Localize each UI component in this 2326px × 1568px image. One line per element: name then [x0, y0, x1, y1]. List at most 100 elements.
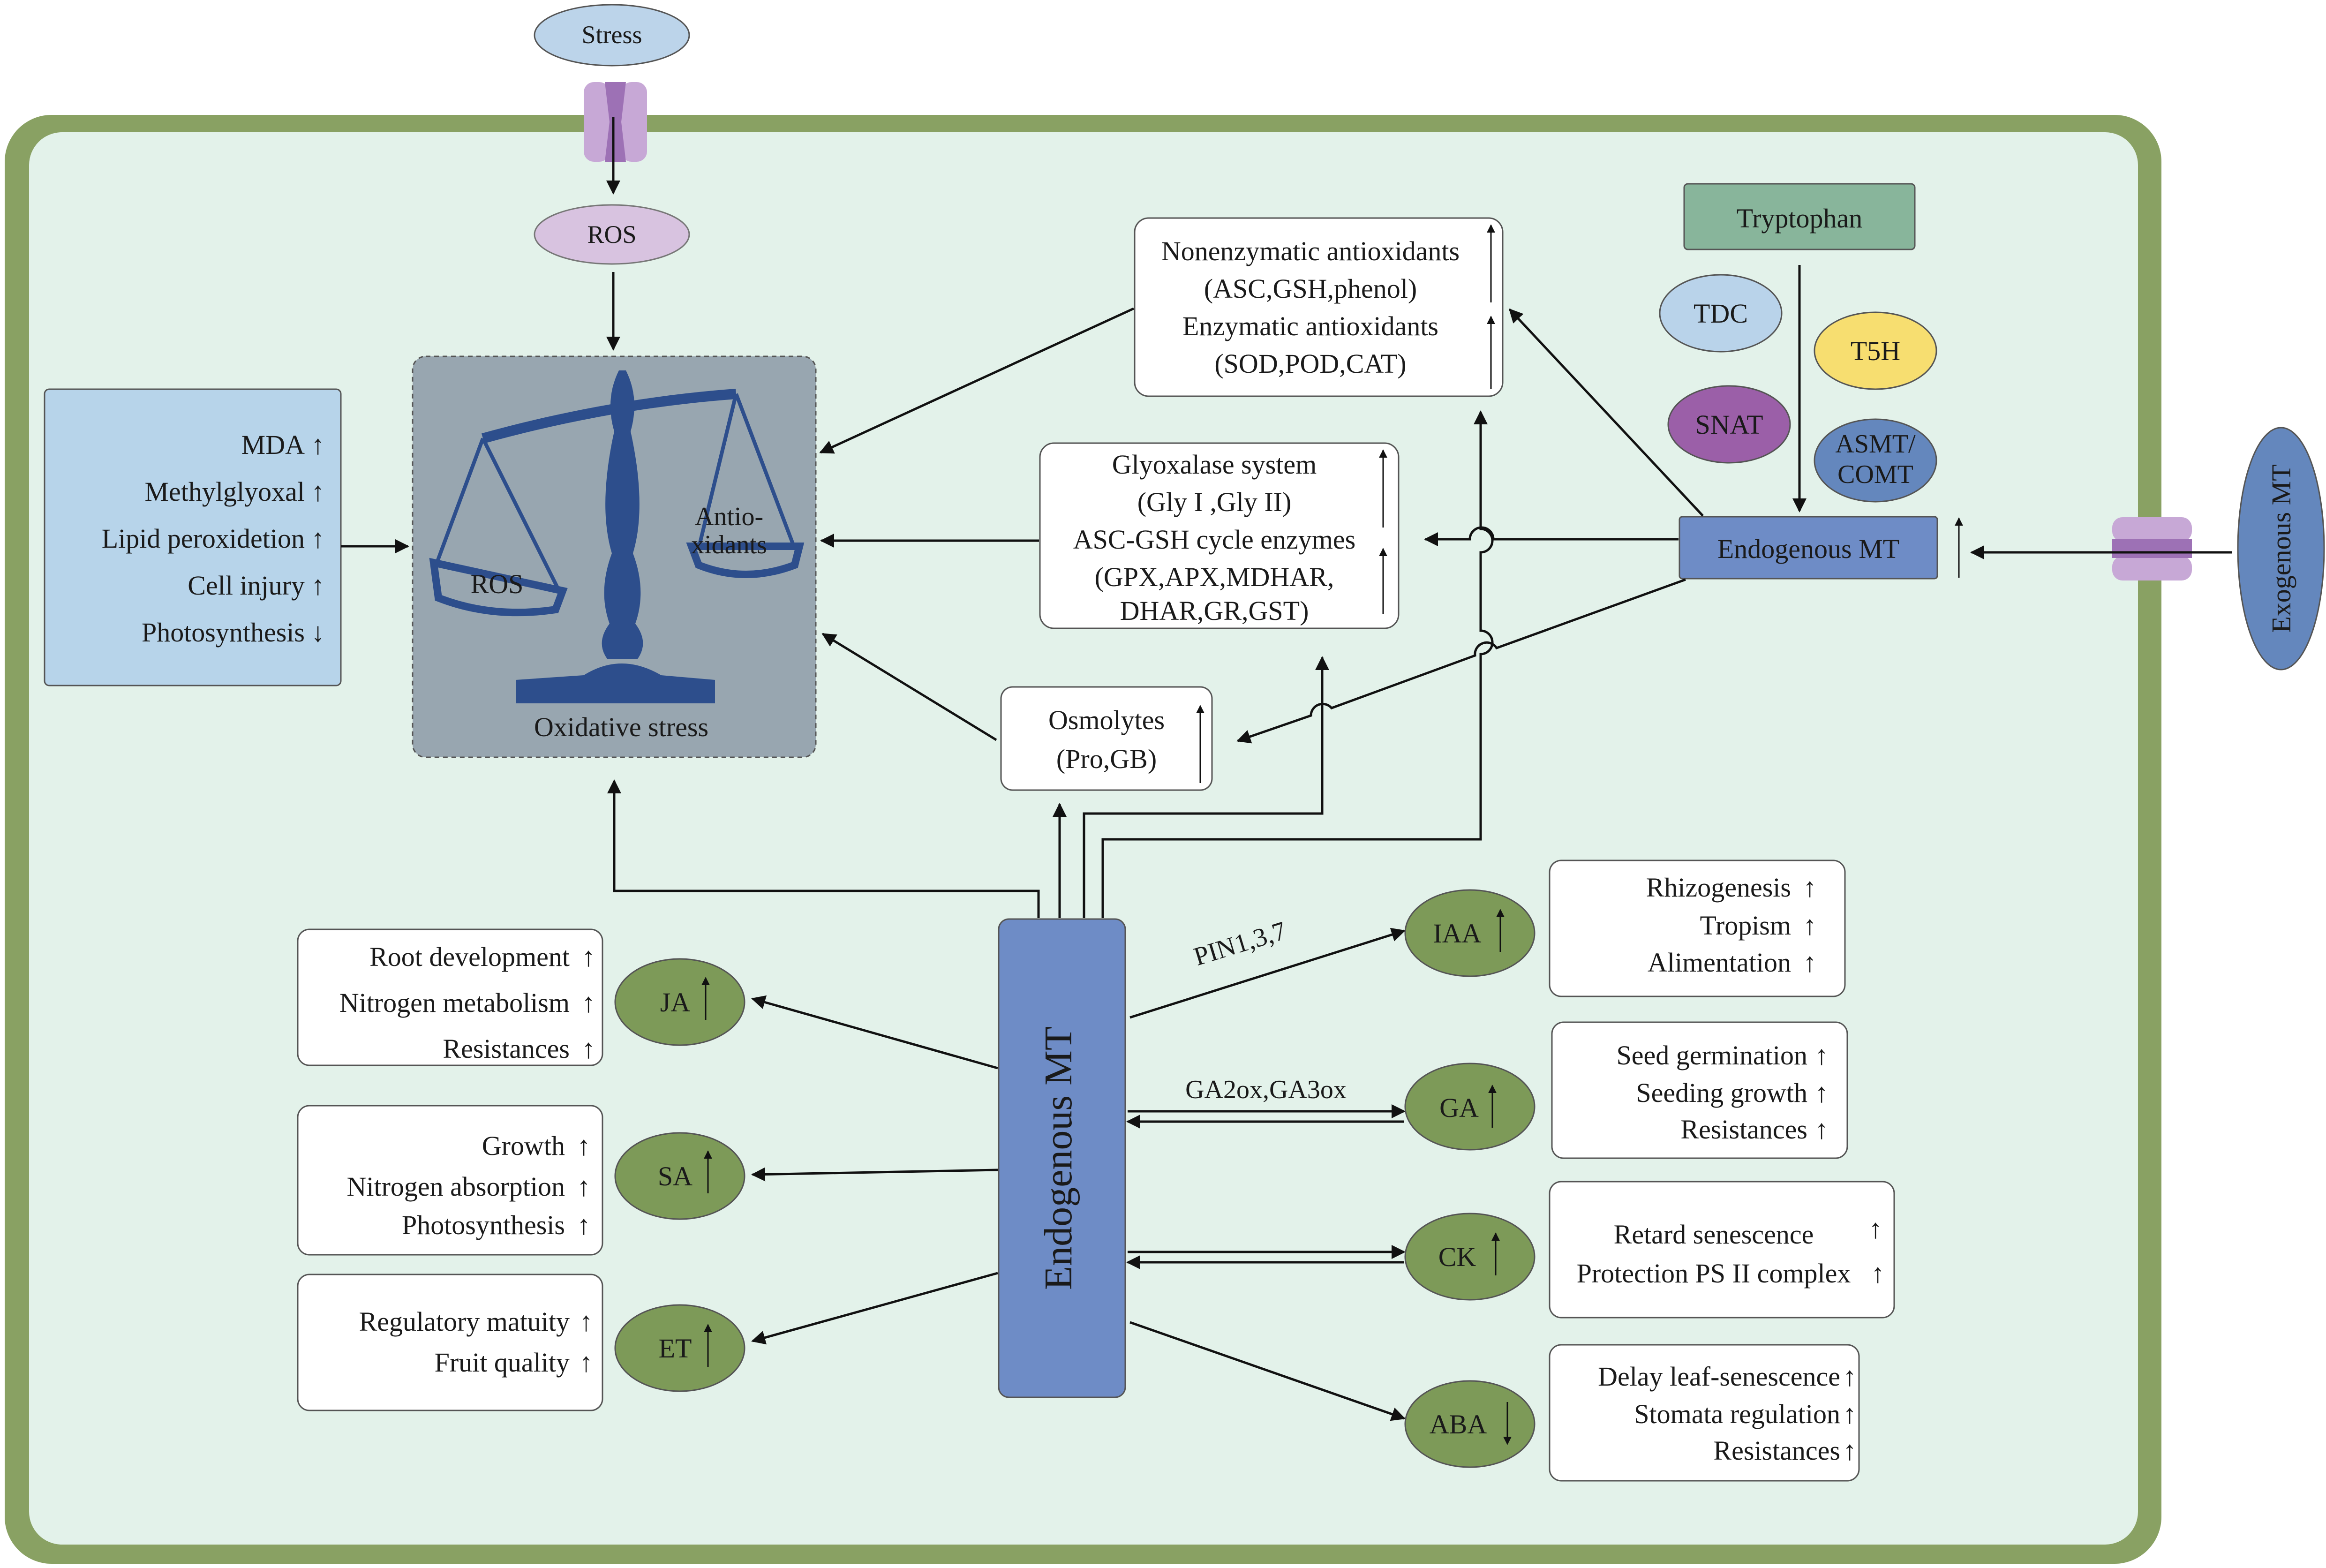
stress-indicator-box — [44, 388, 342, 686]
sa-bubble — [614, 1132, 745, 1220]
ros-label: ROS — [587, 220, 636, 249]
mt-to-oxidative-arrow — [607, 779, 1040, 918]
exogenous-mt-bubble — [2237, 427, 2325, 671]
sa-effect-nitrogen-absorption: Nitrogen absorption — [346, 1171, 565, 1202]
enzymatic-list: (SOD,POD,CAT) — [1214, 348, 1406, 379]
enzymatic-antioxidants: Enzymatic antioxidants — [1182, 311, 1438, 341]
ga-effect-resistances: Resistances — [1680, 1114, 1807, 1145]
stress-channel-icon — [584, 82, 647, 162]
ja-effect-root-development: Root development — [369, 942, 570, 972]
tryptophan-box — [1683, 183, 1916, 250]
ga-effect-arrow-2: ↑ — [1815, 1078, 1829, 1108]
aba-effect-delay-leaf-senescence: Delay leaf-senescence — [1598, 1361, 1840, 1392]
ga-bubble — [1404, 1063, 1536, 1151]
oxidative-stress-caption: Oxidative stress — [534, 712, 708, 742]
mt-to-sa-arrow — [751, 1167, 998, 1182]
iaa-label: IAA — [1433, 918, 1481, 949]
iaa-effect-arrow-3: ↑ — [1803, 947, 1817, 978]
asc-gsh-enzymes-2: DHAR,GR,GST) — [1120, 596, 1309, 626]
iaa-effect-tropism: Tropism — [1700, 910, 1791, 941]
ck-effects-box — [1549, 1181, 1895, 1319]
ck-effect-arrow-1: ↑ — [1869, 1214, 1882, 1244]
ja-effect-arrow-2: ↑ — [582, 988, 595, 1018]
antioxidants-box — [1134, 217, 1504, 397]
et-effects-box — [297, 1274, 603, 1411]
osmolytes-list: (Pro,GB) — [1056, 744, 1157, 774]
aba-effects-box — [1549, 1344, 1860, 1482]
ja-effect-resistances: Resistances — [443, 1033, 570, 1064]
sa-effect-arrow-1: ↑ — [577, 1131, 591, 1161]
asc-gsh-enzymes-1: (GPX,APX,MDHAR, — [1095, 562, 1334, 592]
nonenzymatic-antioxidants: Nonenzymatic antioxidants — [1161, 236, 1460, 266]
antioxidants-pan-label-2: xidants — [691, 530, 767, 559]
ga-effect-arrow-3: ↑ — [1815, 1114, 1829, 1145]
exogenous-channel-icon — [2112, 517, 2192, 580]
iaa-effect-alimentation: Alimentation — [1648, 947, 1791, 978]
ga-effect-seed-germination: Seed germination — [1616, 1040, 1807, 1070]
snat-bubble — [1667, 385, 1791, 464]
tryptophan-label: Tryptophan — [1737, 203, 1863, 234]
indicator-mda: MDA — [241, 430, 305, 460]
mt-to-antioxidants-arrow — [1508, 308, 1704, 517]
ck-effect-protection-psii: Protection PS II complex — [1577, 1258, 1851, 1289]
et-effect-arrow-1: ↑ — [580, 1306, 593, 1337]
ga-label: GA — [1439, 1093, 1479, 1123]
aba-effect-resistances: Resistances — [1713, 1435, 1840, 1466]
balance-scale-icon — [429, 370, 805, 703]
indicator-mda-arrow: ↑ — [311, 430, 325, 460]
iaa-effects-box — [1549, 859, 1846, 997]
indicator-lipid-peroxidation: Lipid peroxidetion — [102, 523, 305, 554]
glyoxalase-enzymes: (Gly I ,Gly II) — [1137, 487, 1292, 517]
mt-to-et-arrow — [751, 1272, 998, 1345]
aba-effect-stomata-regulation: Stomata regulation — [1634, 1399, 1840, 1429]
sa-effect-arrow-2: ↑ — [577, 1171, 591, 1202]
snat-label: SNAT — [1695, 409, 1763, 440]
ros-bubble — [534, 204, 690, 265]
exogenous-mt-label: Exogenous MT — [2266, 464, 2296, 633]
endogenous-mt-top-box — [1679, 516, 1938, 580]
sa-effect-growth: Growth — [482, 1131, 565, 1161]
mt-to-antioxidants-up-arrow — [1101, 410, 1494, 918]
et-label: ET — [659, 1333, 692, 1364]
indicator-cell-injury: Cell injury — [188, 570, 305, 601]
ja-effects-box — [297, 928, 603, 1066]
stress-label: Stress — [581, 21, 642, 49]
mt-to-osmolytes-arrow — [1236, 578, 1686, 744]
tdc-bubble — [1659, 274, 1783, 353]
ck-effect-arrow-2: ↑ — [1871, 1258, 1885, 1289]
mt-to-iaa-arrow — [1129, 927, 1406, 1019]
mt-to-aba-arrow — [1129, 1321, 1406, 1421]
asc-gsh-cycle: ASC-GSH cycle enzymes — [1073, 524, 1355, 555]
nonenzymatic-list: (ASC,GSH,phenol) — [1204, 273, 1417, 304]
mt-to-glyoxalase-up-arrow — [1083, 656, 1329, 918]
central-endogenous-mt-box — [998, 918, 1126, 1398]
ga-effect-seeding-growth: Seeding growth — [1636, 1078, 1807, 1108]
tdc-label: TDC — [1694, 298, 1748, 329]
indicator-methylglyoxal-arrow: ↑ — [311, 476, 325, 507]
ga-effects-box — [1551, 1021, 1848, 1159]
mt-to-ja-arrow — [751, 995, 998, 1070]
et-effect-arrow-2: ↑ — [580, 1347, 593, 1378]
iaa-effect-rhizogenesis: Rhizogenesis — [1646, 872, 1791, 903]
ja-label: JA — [660, 987, 691, 1018]
aba-effect-arrow-3: ↑ — [1843, 1435, 1857, 1466]
indicator-methylglyoxal: Methylglyoxal — [144, 476, 305, 507]
ga-ox-label: GA2ox,GA3ox — [1185, 1075, 1347, 1104]
indicator-photosynthesis-arrow: ↓ — [311, 617, 325, 648]
t5h-label: T5H — [1851, 336, 1900, 366]
ja-bubble — [614, 958, 745, 1046]
ck-effect-retard-senescence: Retard senescence — [1614, 1219, 1814, 1250]
glyoxalase-box — [1039, 442, 1400, 629]
indicator-photosynthesis: Photosynthesis — [142, 617, 305, 648]
asmt-comt-bubble — [1814, 418, 1937, 503]
asmt-label: ASMT/ — [1835, 430, 1916, 459]
endogenous-mt-top-label: Endogenous MT — [1717, 534, 1899, 564]
aba-effect-arrow-2: ↑ — [1843, 1399, 1857, 1429]
antioxidants-pan-label-1: Antio- — [695, 502, 763, 531]
glyoxalase-system: Glyoxalase system — [1112, 449, 1317, 480]
indicator-lipid-peroxidation-arrow: ↑ — [311, 523, 325, 554]
t5h-bubble — [1814, 311, 1937, 390]
osmolytes-label: Osmolytes — [1048, 705, 1165, 735]
aba-label: ABA — [1430, 1409, 1487, 1440]
